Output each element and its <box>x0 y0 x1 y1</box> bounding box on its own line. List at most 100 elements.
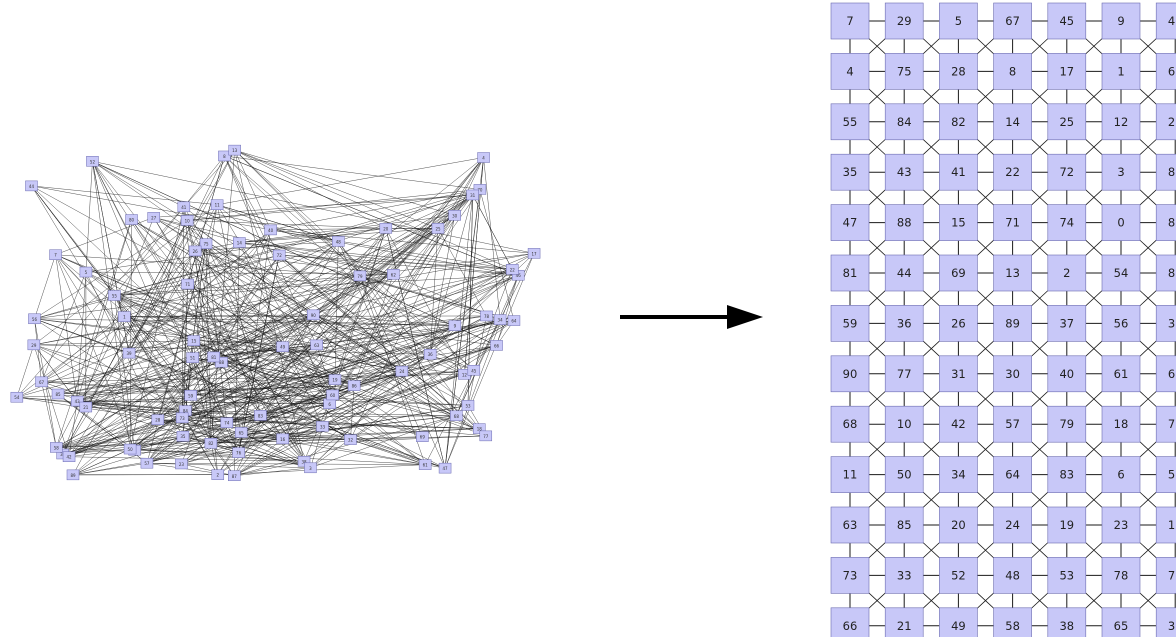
grid-node: 10 <box>884 405 924 443</box>
grid-node-label: 22 <box>1005 165 1020 179</box>
tangled-node-label: 61 <box>423 463 429 468</box>
tangled-edge <box>238 275 361 453</box>
tangled-node-box <box>416 431 429 442</box>
tangled-edge <box>234 150 305 462</box>
grid-node-box <box>1101 153 1141 191</box>
grid-node-box <box>993 405 1032 443</box>
tangled-edge <box>33 344 70 457</box>
tangled-node-label: 86 <box>352 384 358 389</box>
tangled-edge <box>216 204 261 416</box>
grid-node-label: 54 <box>1114 266 1129 280</box>
grid-node-box <box>939 204 978 241</box>
tangled-node: 73 <box>175 412 189 424</box>
grid-node: 25 <box>1047 103 1087 141</box>
tangled-edge <box>234 149 386 229</box>
grid-node-box <box>993 506 1032 544</box>
tangled-node: 65 <box>234 427 248 438</box>
tangled-edge <box>194 250 333 396</box>
tangled-node-box <box>276 433 289 445</box>
tangled-edge <box>124 316 455 326</box>
grid-node-box <box>830 204 870 241</box>
grid-node: 81 <box>830 254 870 292</box>
tangled-node-label: 32 <box>348 438 354 443</box>
tangled-node: 32 <box>344 434 357 445</box>
tangled-edge <box>193 340 317 346</box>
tangled-node-box <box>175 412 189 424</box>
tangled-node: 39 <box>122 347 136 359</box>
grid-node: 24 <box>993 506 1032 544</box>
grid-node-box <box>830 405 870 443</box>
grid-node: 7 <box>830 2 870 40</box>
grid-node-box <box>1155 53 1176 90</box>
grid-node-label: 21 <box>897 619 912 633</box>
tangled-node: 20 <box>379 223 393 234</box>
tangled-edge <box>34 254 56 319</box>
grid-node-box <box>884 506 924 544</box>
tangled-edge <box>234 150 271 230</box>
tangled-node: 9 <box>448 320 462 331</box>
tangled-node-box <box>70 395 84 407</box>
grid-node-box <box>1101 2 1141 40</box>
tangled-node-label: 49 <box>280 345 286 350</box>
grid-node-label: 1 <box>1117 64 1124 78</box>
tangled-node-box <box>448 320 462 331</box>
tangled-node-label: 44 <box>29 184 35 189</box>
tangled-node-box <box>51 388 65 400</box>
tangled-node: 86 <box>347 380 361 391</box>
grid-node-label: 37 <box>1059 316 1074 330</box>
tangled-node-box <box>147 212 160 223</box>
tangled-edge <box>472 194 513 270</box>
grid-node-label: 10 <box>897 417 912 431</box>
tangled-edge <box>185 410 457 417</box>
grid-node-label: 16 <box>1168 518 1176 532</box>
grid-node-box <box>830 305 870 342</box>
tangled-edge <box>217 228 387 475</box>
tangled-edge <box>334 241 339 380</box>
grid-node-label: 50 <box>897 468 912 482</box>
grid-node: 73 <box>830 557 870 594</box>
grid-node-label: 73 <box>843 568 858 582</box>
tangled-node-label: 78 <box>484 314 490 319</box>
tangled-edge <box>282 405 469 440</box>
grid-node: 40 <box>1047 355 1087 393</box>
tangled-edge <box>31 185 486 437</box>
tangled-node: 70 <box>473 184 487 195</box>
grid-node-label: 43 <box>897 165 912 179</box>
tangled-edge <box>34 318 42 382</box>
tangled-edge <box>183 206 212 444</box>
grid-node-box <box>1155 305 1176 342</box>
tangled-edge <box>134 450 239 453</box>
tangled-edge <box>34 318 446 469</box>
grid-graph: 7295674594647528817162558482142512273543… <box>830 2 1176 637</box>
grid-node: 15 <box>939 204 978 241</box>
tangled-node-label: 34 <box>498 318 504 323</box>
tangled-node-label: 73 <box>180 416 186 421</box>
tangled-edge <box>316 344 333 396</box>
tangled-node-label: 85 <box>55 392 61 397</box>
tangled-edge <box>16 316 125 398</box>
grid-node-box <box>1155 254 1176 292</box>
tangled-node-box <box>188 245 202 257</box>
tangled-node: 54 <box>10 391 24 403</box>
tangled-node-box <box>479 430 493 442</box>
grid-node-box <box>1101 305 1141 342</box>
grid-node: 6 <box>1101 456 1141 493</box>
tangled-node-label: 6 <box>328 402 331 407</box>
tangled-edge <box>16 396 186 411</box>
tangled-node-label: 77 <box>483 434 489 439</box>
grid-node-label: 81 <box>843 266 858 280</box>
tangled-node: 38 <box>297 456 311 467</box>
tangled-node: 90 <box>306 309 320 321</box>
tangled-node-box <box>228 470 241 482</box>
grid-node-box <box>993 204 1032 241</box>
grid-node: 76 <box>1155 557 1176 594</box>
tangled-edge <box>55 254 135 451</box>
tangled-edge <box>134 415 457 451</box>
grid-node-box <box>1047 2 1087 40</box>
grid-node-label: 75 <box>897 64 912 78</box>
tangled-node-label: 29 <box>31 343 37 348</box>
tangled-node: 66 <box>490 340 503 351</box>
tangled-edge <box>114 275 519 296</box>
grid-node: 77 <box>884 355 924 393</box>
grid-node-label: 77 <box>897 367 912 381</box>
